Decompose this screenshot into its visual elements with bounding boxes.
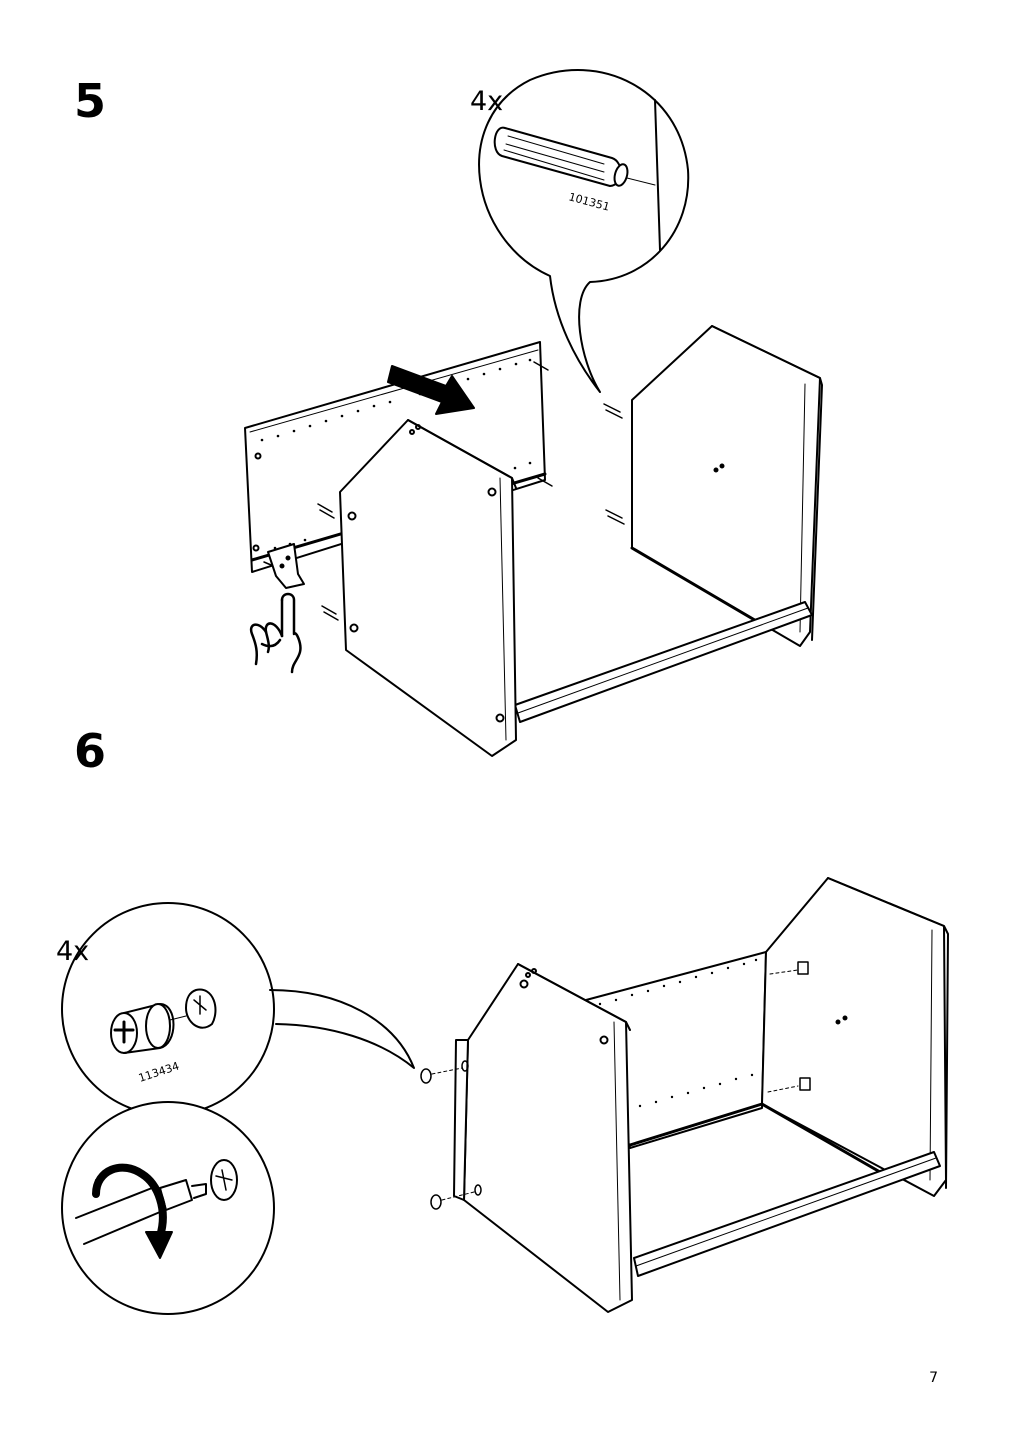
page-number: 7	[929, 1370, 938, 1386]
left-side-panel	[339, 419, 517, 757]
tighten-detail-callout	[61, 1101, 275, 1315]
hand-pointer-icon	[249, 592, 302, 674]
cam-lock-detail-callout: 113434	[61, 902, 415, 1116]
dowel-detail-callout: 101351	[478, 69, 690, 393]
wooden-dowel-icon	[493, 126, 656, 187]
rotate-arrow-icon	[92, 1163, 173, 1259]
right-side-panel	[630, 325, 823, 647]
cam-lock-icon	[110, 988, 217, 1054]
assembled-right-side-panel	[760, 877, 949, 1197]
push-arrow-icon	[387, 365, 475, 415]
quantity-label-step-6: 4x	[56, 936, 90, 967]
dowel-pins	[263, 361, 625, 621]
assembled-bottom-rail	[633, 1151, 941, 1277]
wall-fitting-plate	[267, 543, 305, 589]
cam-lock-positions	[420, 1060, 482, 1210]
step-number-6: 6	[74, 724, 107, 778]
assembled-left-side-panel	[453, 963, 633, 1313]
bottom-rail	[514, 601, 813, 723]
quantity-label-step-5: 4x	[470, 86, 504, 117]
step-number-5: 5	[74, 74, 107, 128]
cam-lock-insert-icon	[210, 1159, 238, 1201]
